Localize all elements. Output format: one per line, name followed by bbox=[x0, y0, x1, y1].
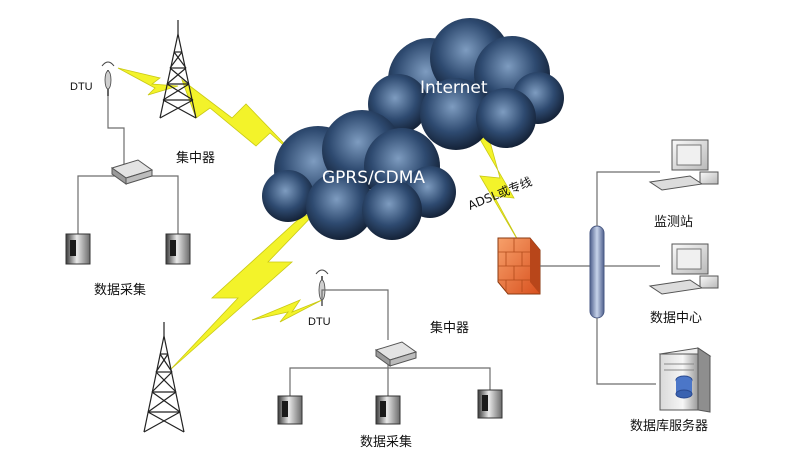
hub-icon bbox=[374, 341, 418, 367]
lightning-bolt-icon bbox=[181, 78, 301, 161]
firewall-icon bbox=[497, 237, 541, 295]
network-bus bbox=[589, 225, 605, 319]
monitoring-station-label: 监测站 bbox=[654, 215, 693, 230]
data-collector-icon bbox=[277, 395, 303, 425]
dtu-label: DTU bbox=[308, 316, 331, 328]
data-collector-icon bbox=[375, 395, 401, 425]
data-collection-label: 数据采集 bbox=[360, 434, 412, 450]
transmission-tower-icon bbox=[159, 20, 197, 119]
data-collector-icon bbox=[165, 233, 191, 265]
database-server: 数据库服务器 bbox=[630, 347, 712, 434]
internet-cloud: Internet bbox=[368, 18, 564, 150]
data-center-pc: 数据中心 bbox=[648, 243, 719, 326]
server-icon bbox=[658, 347, 712, 413]
transmission-tower-icon bbox=[143, 322, 185, 433]
hub-label: 集中器 bbox=[176, 150, 215, 166]
bottom-cluster: DTU 集中器 数据采集 bbox=[143, 269, 503, 450]
database-server-label: 数据库服务器 bbox=[630, 418, 708, 434]
top-left-cluster: DTU 集中器 数据采集 bbox=[65, 20, 215, 298]
data-collection-label: 数据采集 bbox=[94, 282, 146, 298]
dtu-label: DTU bbox=[70, 81, 93, 93]
monitoring-station-pc: 监测站 bbox=[648, 139, 719, 230]
lightning-bolt-icon bbox=[169, 209, 319, 371]
gprs-cdma-label: GPRS/CDMA bbox=[322, 168, 425, 188]
data-collector-icon bbox=[477, 389, 503, 419]
internet-label: Internet bbox=[420, 78, 488, 98]
computer-icon bbox=[648, 139, 719, 191]
dtu-antenna-icon bbox=[101, 61, 115, 96]
gprs-cdma-cloud: GPRS/CDMA bbox=[262, 110, 456, 240]
data-center-label: 数据中心 bbox=[650, 311, 702, 326]
computer-icon bbox=[648, 243, 719, 295]
hub-icon bbox=[110, 159, 154, 185]
data-collector-icon bbox=[65, 233, 91, 265]
lightning-bolt-icon bbox=[117, 67, 179, 96]
hub-label: 集中器 bbox=[430, 320, 469, 336]
